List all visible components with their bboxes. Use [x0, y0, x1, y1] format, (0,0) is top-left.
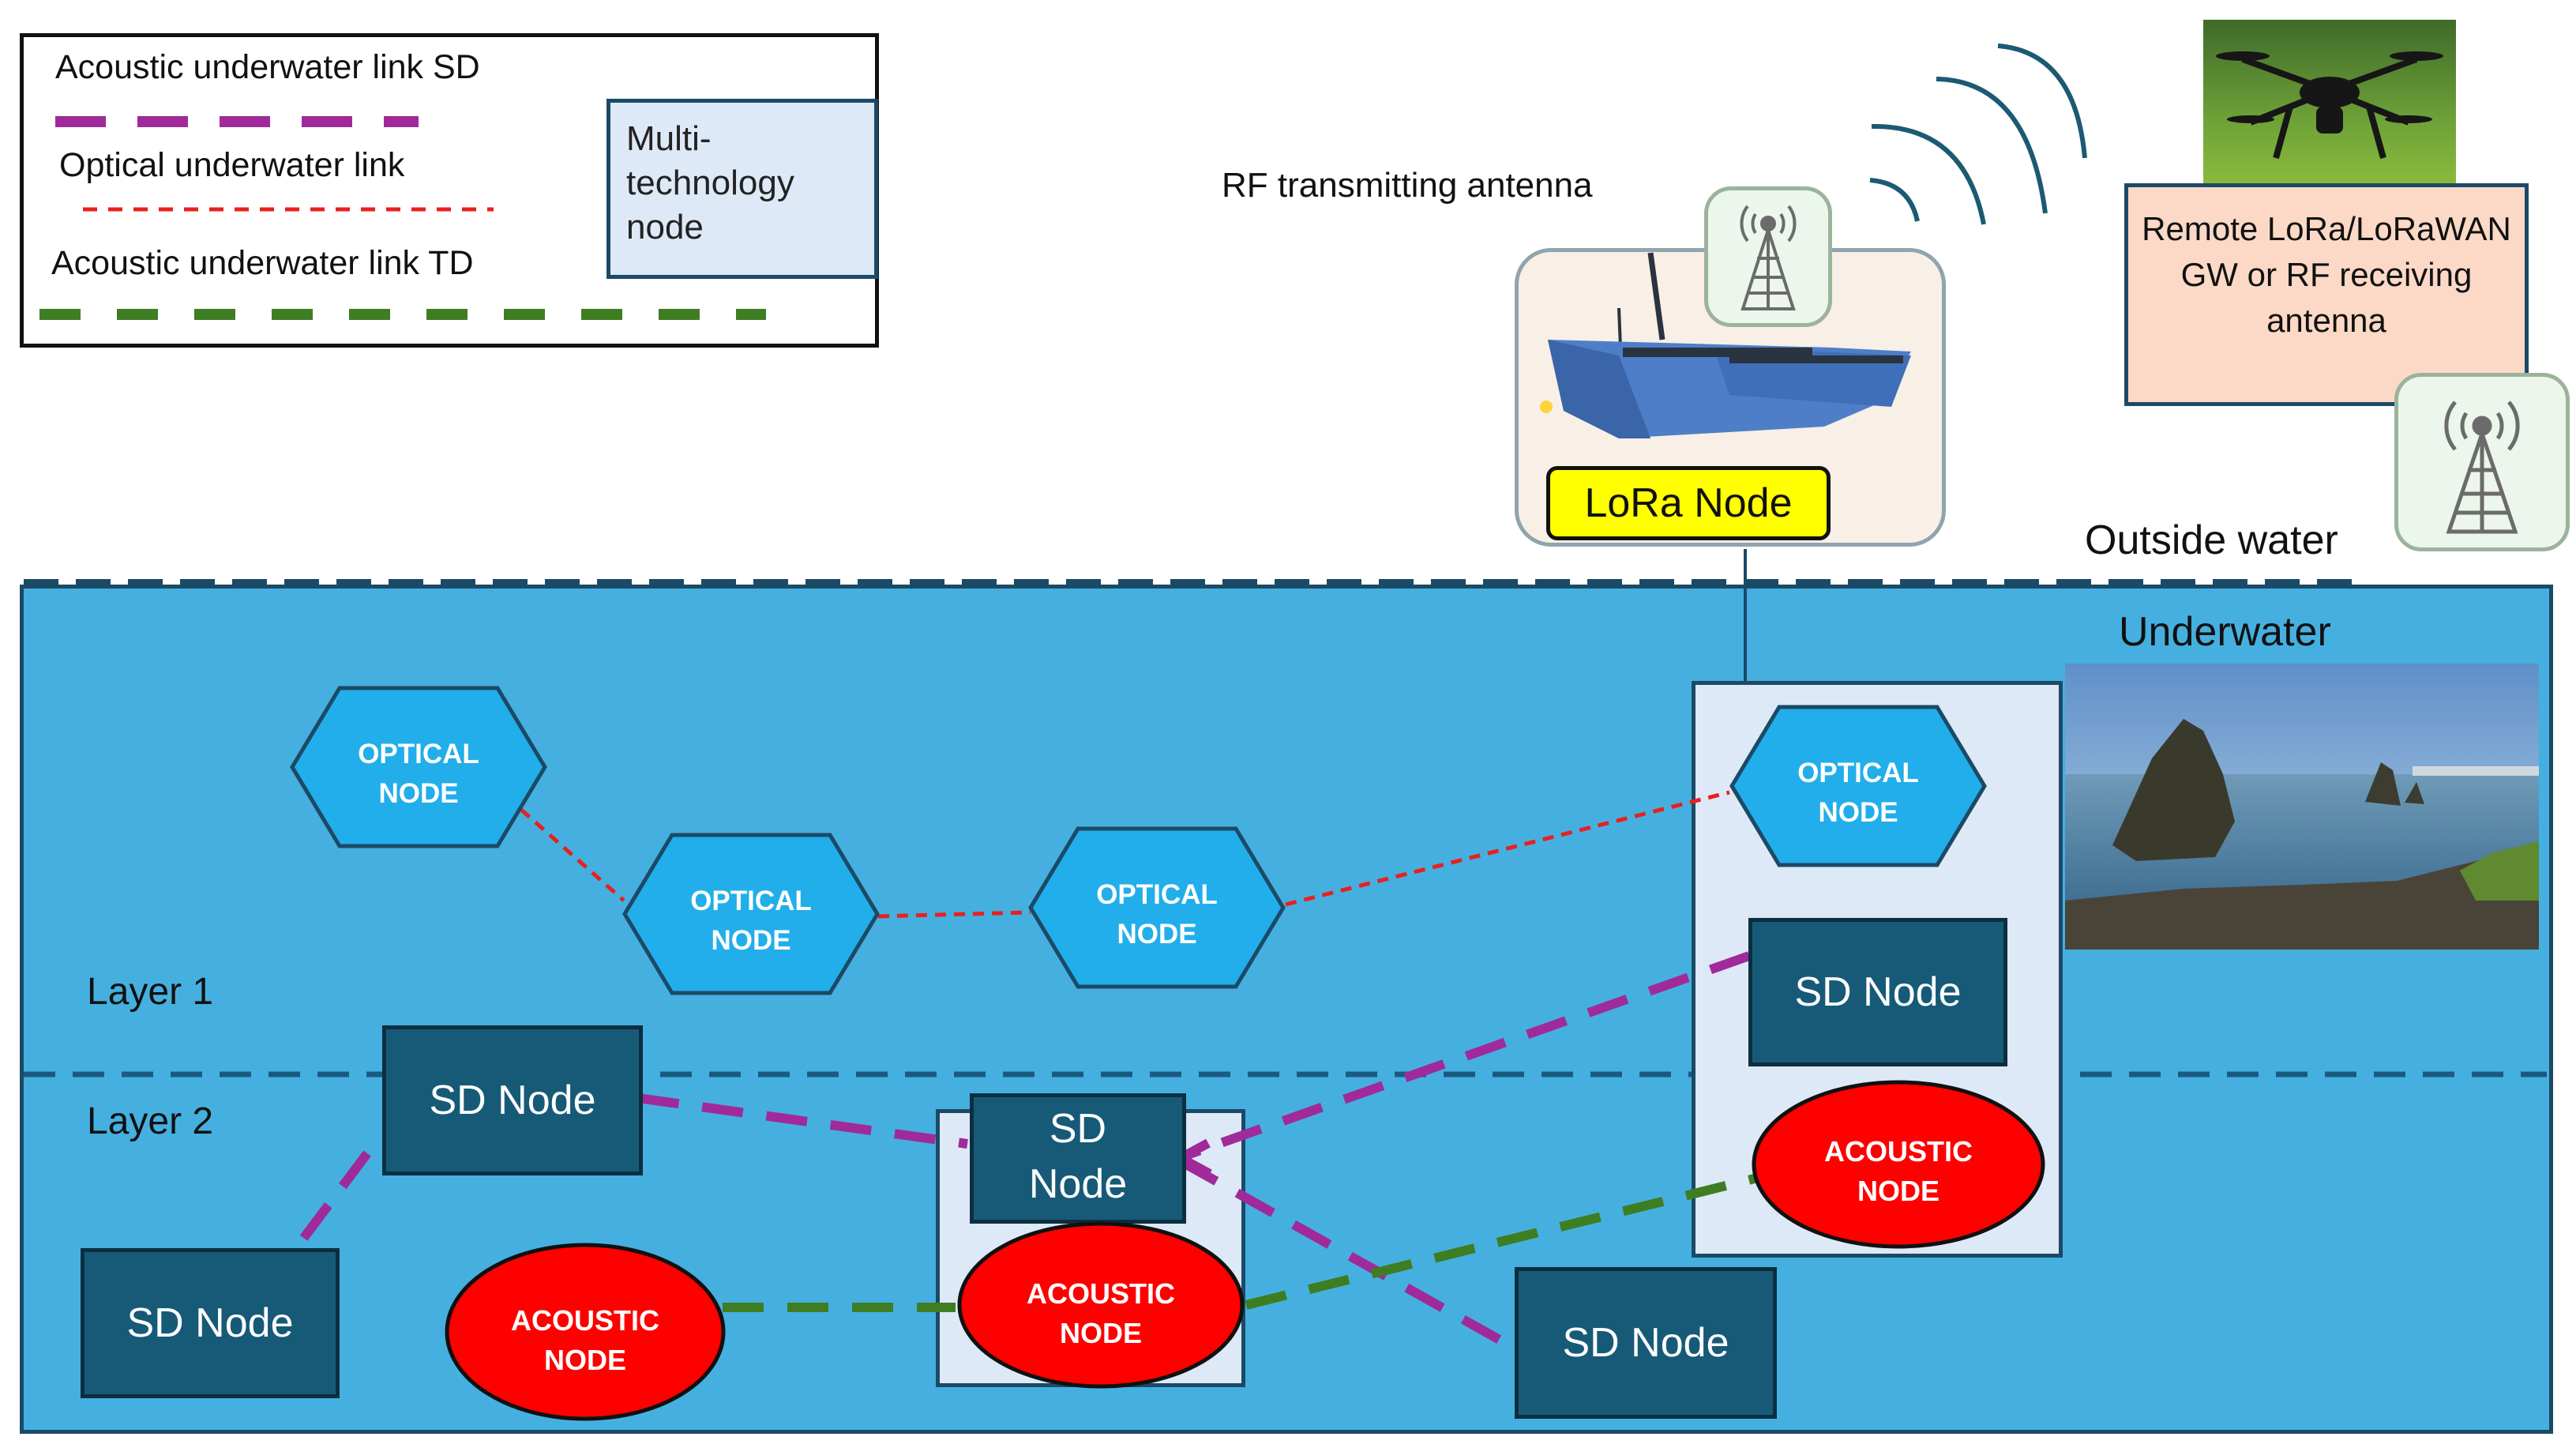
legend-optical-swatch — [83, 207, 494, 212]
sd-node-bottom-right: SD Node — [1515, 1267, 1777, 1419]
optical-node-1-line1: OPTICAL — [358, 739, 479, 769]
legend-box: Acoustic underwater link SD Optical unde… — [20, 33, 879, 348]
sd-node-layer2-left: SD Node — [382, 1025, 643, 1175]
lora-node-badge: LoRa Node — [1546, 466, 1831, 540]
optical-node-2-line2: NODE — [711, 925, 790, 956]
drone-photo — [2203, 20, 2456, 190]
optical-node-3: OPTICAL NODE — [1028, 826, 1286, 989]
optical-node-3-line2: NODE — [1117, 919, 1196, 950]
optical-node-4: OPTICAL NODE — [1729, 705, 1987, 867]
optical-node-2-line1: OPTICAL — [690, 886, 812, 916]
acoustic-td-links — [723, 1163, 1801, 1312]
rf-antenna-caption: RF transmitting antenna — [1222, 166, 1593, 205]
legend-multi-node-label: Multi-technology node — [626, 119, 794, 246]
sd-node-right: SD Node — [1748, 918, 2007, 1066]
catamaran-boat-image — [1540, 252, 1911, 438]
acoustic-node-right-line2: NODE — [1857, 1175, 1940, 1207]
optical-node-4-line1: OPTICAL — [1797, 758, 1919, 788]
sd-node-bottom-left-label: SD Node — [126, 1300, 294, 1346]
acoustic-node-center-line2: NODE — [1060, 1317, 1142, 1349]
signal-waves-icon — [1869, 43, 2087, 225]
sd-node-layer2-left-label: SD Node — [429, 1078, 596, 1123]
remote-gateway-box: Remote LoRa/LoRaWAN GW or RF receiving a… — [2124, 183, 2529, 406]
optical-node-4-line2: NODE — [1818, 797, 1898, 828]
acoustic-node-left-line1: ACOUSTIC — [511, 1304, 659, 1337]
optical-links — [520, 790, 1730, 919]
legend-acoustic-td-label: Acoustic underwater link TD — [51, 244, 474, 282]
layer1-label: Layer 1 — [87, 971, 214, 1013]
sd-node-bottom-left: SD Node — [81, 1248, 340, 1398]
underwater-label: Underwater — [2119, 609, 2331, 655]
sd-node-right-label: SD Node — [1794, 969, 1962, 1015]
radio-tower-icon — [2444, 401, 2520, 534]
layer2-label: Layer 2 — [87, 1100, 214, 1142]
outside-water-label: Outside water — [2085, 517, 2338, 563]
legend-acoustic-sd-label: Acoustic underwater link SD — [55, 48, 480, 86]
sd-node-center: SD Node — [970, 1093, 1186, 1224]
acoustic-node-right-line1: ACOUSTIC — [1824, 1135, 1973, 1168]
acoustic-node-left: ACOUSTIC NODE — [445, 1243, 726, 1421]
optical-node-2: OPTICAL NODE — [622, 833, 880, 995]
acoustic-node-right: ACOUSTIC NODE — [1752, 1080, 2045, 1249]
gateway-antenna-card — [2394, 373, 2570, 551]
sea-rocks-photo — [2065, 664, 2539, 950]
acoustic-sd-links — [292, 951, 1752, 1352]
boat-antenna-card — [1704, 186, 1832, 327]
legend-acoustic-sd-swatch — [55, 116, 419, 127]
optical-node-1: OPTICAL NODE — [290, 686, 547, 848]
acoustic-node-center-line1: ACOUSTIC — [1027, 1277, 1175, 1310]
optical-node-3-line1: OPTICAL — [1096, 879, 1218, 910]
sd-node-bottom-right-label: SD Node — [1562, 1320, 1729, 1366]
optical-node-1-line2: NODE — [378, 778, 458, 809]
sd-node-center-line1: SD — [1049, 1106, 1107, 1152]
radio-tower-icon — [1740, 205, 1797, 310]
legend-optical-label: Optical underwater link — [59, 146, 405, 184]
acoustic-node-left-line2: NODE — [544, 1344, 626, 1376]
sd-node-center-line2: Node — [1028, 1161, 1128, 1207]
legend-multi-technology-node: Multi-technology node — [606, 99, 878, 279]
acoustic-node-center: ACOUSTIC NODE — [957, 1221, 1245, 1389]
